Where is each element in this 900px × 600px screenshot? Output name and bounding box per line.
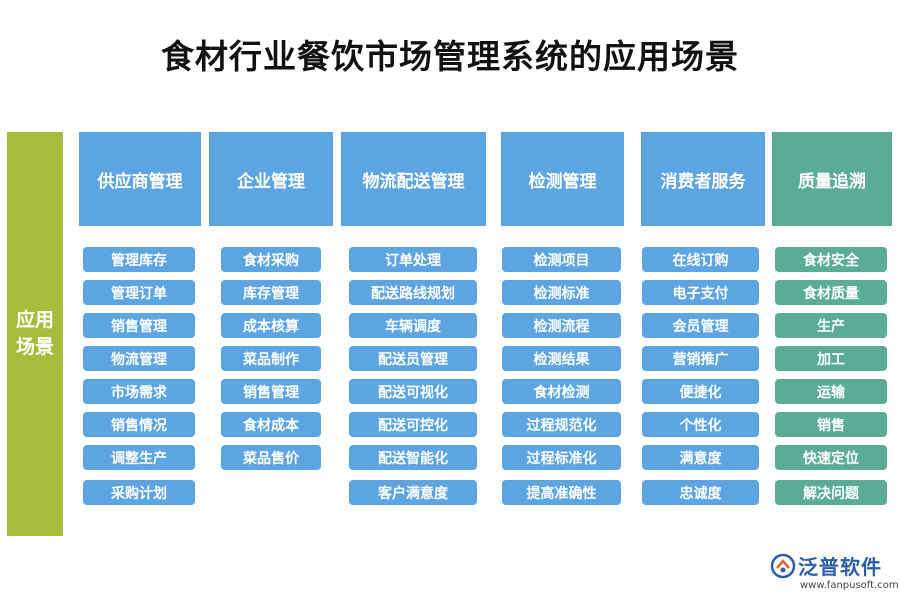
category-item: 便捷化 (642, 379, 759, 404)
side-label-bar: 应用场景 (7, 132, 63, 536)
category-item: 成本核算 (221, 313, 321, 338)
category-item: 食材采购 (221, 247, 321, 272)
page-title: 食材行业餐饮市场管理系统的应用场景 (161, 37, 739, 76)
category-item: 配送可视化 (349, 379, 477, 404)
category-item: 检测结果 (502, 346, 621, 371)
category-item: 过程标准化 (502, 445, 621, 470)
category-item: 加工 (775, 346, 887, 371)
category-item: 食材成本 (221, 412, 321, 437)
category-header: 消费者服务 (641, 132, 765, 226)
category-column: 消费者服务在线订购电子支付会员管理营销推广便捷化个性化满意度忠诚度 (641, 132, 765, 505)
category-item: 提高准确性 (502, 480, 621, 505)
category-column: 检测管理检测项目检测标准检测流程检测结果食材检测过程规范化过程标准化提高准确性 (501, 132, 624, 505)
category-item: 管理订单 (83, 280, 195, 305)
category-item: 销售情况 (83, 412, 195, 437)
category-item: 解决问题 (775, 480, 887, 505)
category-item: 配送路线规划 (349, 280, 477, 305)
category-item: 调整生产 (83, 445, 195, 470)
category-item: 食材安全 (775, 247, 887, 272)
category-header: 物流配送管理 (341, 132, 486, 226)
category-item: 电子支付 (642, 280, 759, 305)
category-item: 销售 (775, 412, 887, 437)
category-header: 检测管理 (501, 132, 624, 226)
category-item: 快速定位 (775, 445, 887, 470)
brand-url: www.fanpusoft.com (800, 580, 899, 591)
category-item: 库存管理 (221, 280, 321, 305)
category-item: 采购计划 (83, 480, 195, 505)
category-item: 忠诚度 (642, 480, 759, 505)
category-item: 检测流程 (502, 313, 621, 338)
category-item: 食材检测 (502, 379, 621, 404)
category-item: 运输 (775, 379, 887, 404)
category-item: 食材质量 (775, 280, 887, 305)
category-column: 供应商管理管理库存管理订单销售管理物流管理市场需求销售情况调整生产采购计划 (79, 132, 201, 505)
fanpu-logo-icon (770, 553, 796, 579)
category-item: 配送智能化 (349, 445, 477, 470)
category-item: 在线订购 (642, 247, 759, 272)
category-column: 质量追溯食材安全食材质量生产加工运输销售快速定位解决问题 (772, 132, 892, 505)
category-item: 物流管理 (83, 346, 195, 371)
category-item: 市场需求 (83, 379, 195, 404)
category-item: 过程规范化 (502, 412, 621, 437)
category-header: 供应商管理 (79, 132, 201, 226)
category-item: 订单处理 (349, 247, 477, 272)
category-item: 客户满意度 (349, 480, 477, 505)
category-item: 营销推广 (642, 346, 759, 371)
category-item: 配送员管理 (349, 346, 477, 371)
category-item: 销售管理 (83, 313, 195, 338)
category-item: 配送可控化 (349, 412, 477, 437)
brand-logo: 泛普软件 www.fanpusoft.com (770, 551, 899, 597)
category-header: 质量追溯 (772, 132, 892, 226)
side-label: 应用场景 (15, 309, 54, 358)
category-item: 菜品制作 (221, 346, 321, 371)
category-item: 车辆调度 (349, 313, 477, 338)
category-item: 检测标准 (502, 280, 621, 305)
brand-name: 泛普软件 (798, 555, 882, 579)
category-header: 企业管理 (209, 132, 333, 226)
category-item: 管理库存 (83, 247, 195, 272)
category-item: 生产 (775, 313, 887, 338)
category-item: 满意度 (642, 445, 759, 470)
category-column: 企业管理食材采购库存管理成本核算菜品制作销售管理食材成本菜品售价 (209, 132, 333, 470)
category-item: 菜品售价 (221, 445, 321, 470)
category-column: 物流配送管理订单处理配送路线规划车辆调度配送员管理配送可视化配送可控化配送智能化… (341, 132, 486, 505)
category-item: 个性化 (642, 412, 759, 437)
category-item: 检测项目 (502, 247, 621, 272)
category-item: 会员管理 (642, 313, 759, 338)
category-item: 销售管理 (221, 379, 321, 404)
